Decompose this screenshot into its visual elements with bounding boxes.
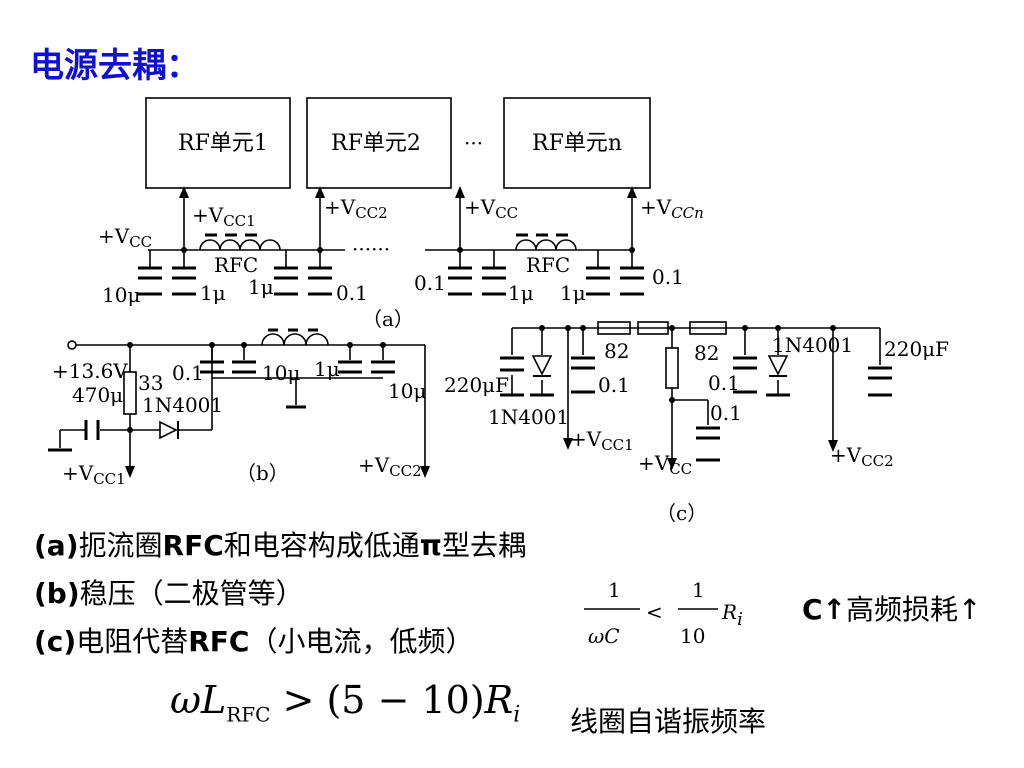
cap-a-10u: 10μ: [102, 283, 140, 307]
resistor-82-a-label: 82: [604, 339, 629, 363]
rf-unit-2-box: [306, 97, 452, 189]
ineq-num-left: 1: [608, 578, 621, 602]
note-c: (c)电阻代替RFC（小电流，低频）: [34, 625, 474, 658]
vcc-label-a: +VCC: [464, 195, 518, 222]
input-voltage-label: +13.6V: [52, 359, 128, 383]
vcc-label-c: +VCC: [638, 451, 692, 478]
vcc-input-label: +VCC: [98, 224, 152, 251]
cap-b-1u-label: 1μ: [314, 357, 340, 381]
ineq-den-left: ωC: [588, 624, 620, 648]
resistor-82-b-label: 82: [694, 341, 719, 365]
cap-c-01-c-label: 0.1: [710, 401, 742, 425]
note-b: (b)稳压（二极管等）: [34, 577, 304, 610]
vcc1-label-a: +VCC1: [192, 203, 256, 230]
cap-a-01-3: 0.1: [652, 265, 684, 289]
cap-c-01-b-label: 0.1: [708, 371, 740, 395]
caption-c: （c）: [656, 501, 707, 525]
caption-a: （a）: [362, 307, 414, 331]
cap-b-01-label: 0.1: [172, 361, 204, 385]
slide-title: 电源去耦：: [30, 46, 200, 86]
ineq-r: Ri: [721, 600, 743, 630]
diode-c-b-label: 1N4001: [772, 333, 853, 357]
rf-unit-2-label: RF单元2: [331, 131, 421, 156]
cap-a-1u-3: 1μ: [508, 281, 534, 305]
ineq-num-right: 1: [692, 578, 705, 602]
ineq-den-right: 10: [680, 624, 705, 648]
rf-unit-n-box: [503, 97, 651, 189]
cap-a-1u-2: 1μ: [248, 275, 274, 299]
vccn-label-a: +VCCn: [640, 195, 704, 222]
rf-unit-1-box: [145, 97, 291, 189]
diode-c-a-label: 1N4001: [488, 405, 569, 429]
vcc2-label-a: +VCC2: [324, 195, 388, 222]
ineq-operator: <: [646, 600, 663, 624]
vcc1-label-b: +VCC1: [62, 461, 126, 488]
vcc2-label-c: +VCC2: [830, 443, 894, 470]
formula-inequality: 1 ωC < 1 10 Ri: [584, 578, 743, 648]
vcc2-label-b: +VCC2: [358, 453, 422, 480]
cap-470u-label: 470μ: [72, 383, 123, 407]
diode-b-label: 1N4001: [142, 393, 223, 417]
note-c-loss: C↑高频损耗↑: [802, 593, 982, 626]
cap-a-01-1: 0.1: [336, 281, 368, 305]
cap-a-01-2: 0.1: [414, 271, 446, 295]
cap-220u-b-label: 220μF: [884, 337, 949, 361]
cap-b-10u-2-label: 10μ: [388, 379, 426, 403]
vcc1-label-c: +VCC1: [570, 427, 634, 454]
cap-c-01-a-label: 0.1: [598, 373, 630, 397]
caption-b: （b）: [236, 461, 289, 485]
bus-ellipsis: ······: [352, 237, 390, 261]
cap-a-1u-4: 1μ: [560, 281, 586, 305]
note-a: (a)扼流圈RFC和电容构成低通π型去耦: [34, 529, 526, 562]
note-self-resonance: 线圈自谐振频率: [570, 705, 767, 738]
units-ellipsis: ···: [464, 131, 483, 155]
rfc-label-1: RFC: [214, 253, 258, 277]
cap-a-1u-1: 1μ: [200, 281, 226, 305]
resistor-33-label: 33: [138, 371, 163, 395]
formula-omega-l: ωLRFC > (5 − 10)Ri: [170, 678, 521, 728]
cap-b-10u-1-label: 10μ: [262, 361, 300, 385]
rf-unit-1-label: RF单元1: [178, 131, 268, 156]
rfc-label-2: RFC: [526, 253, 570, 277]
cap-220u-a-label: 220μF: [444, 373, 509, 397]
rf-unit-n-label: RF单元n: [532, 131, 622, 156]
